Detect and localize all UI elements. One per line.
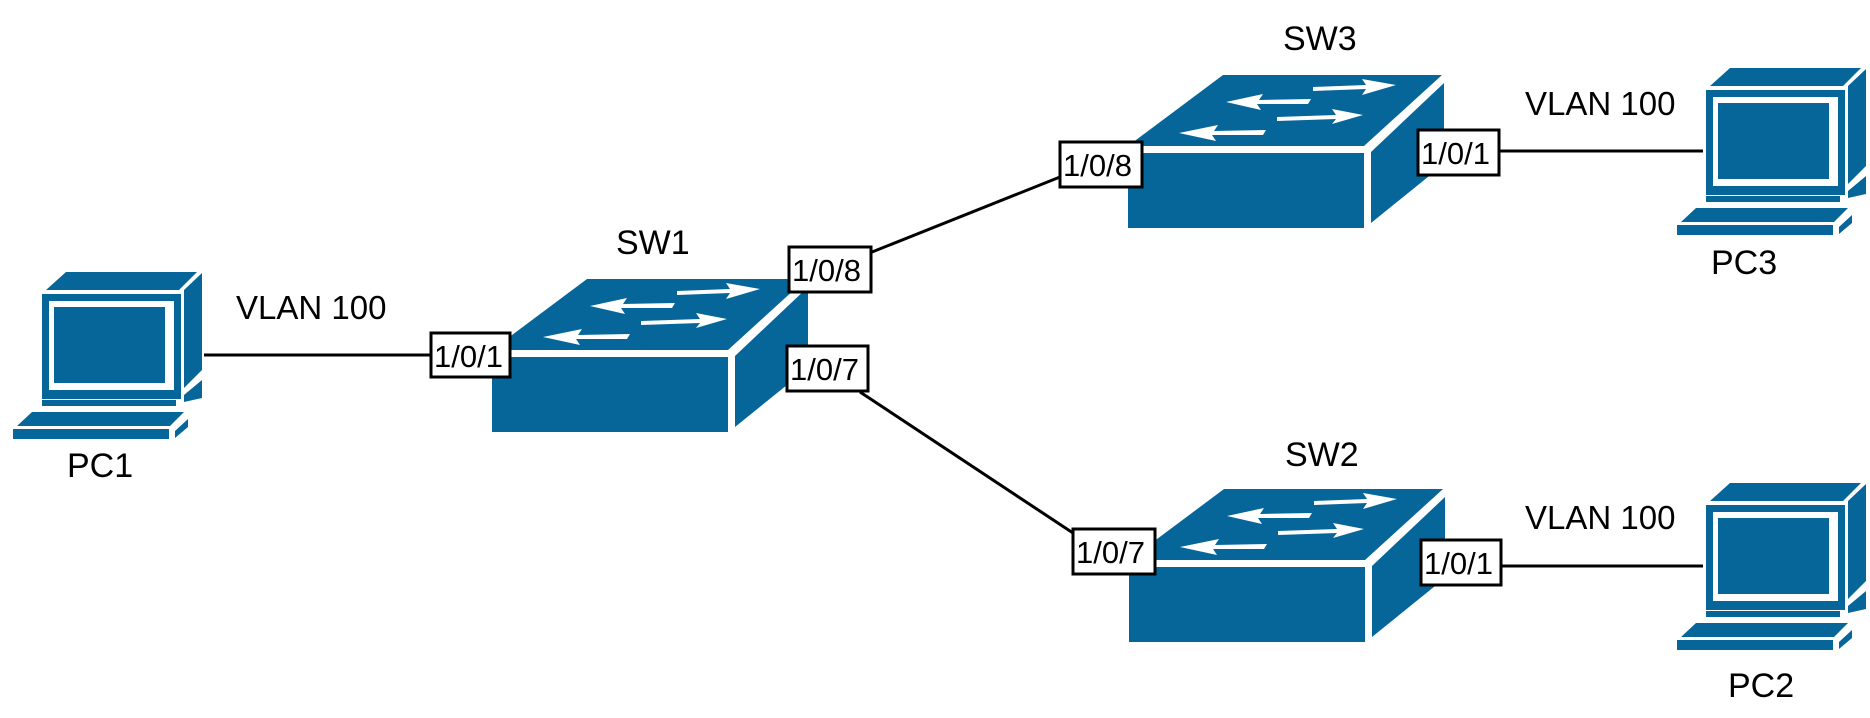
port-sw3-1-0-1[interactable]: 1/0/1 bbox=[1416, 128, 1501, 177]
sw2-label: SW2 bbox=[1285, 436, 1359, 474]
port-label: 1/0/7 bbox=[1076, 535, 1145, 570]
link-sw1-sw2[interactable] bbox=[859, 390, 1074, 535]
pc1-label: PC1 bbox=[67, 447, 133, 485]
port-label: 1/0/8 bbox=[792, 253, 861, 288]
link-sw1-sw3[interactable] bbox=[871, 175, 1061, 254]
port-sw1-1-0-7[interactable]: 1/0/7 bbox=[785, 344, 870, 393]
vlan-label-pc1: VLAN 100 bbox=[236, 289, 386, 326]
port-box bbox=[1058, 140, 1144, 189]
sw2-device[interactable]: SW2 bbox=[1129, 436, 1445, 642]
sw1-device[interactable]: SW1 bbox=[492, 224, 808, 432]
pc3-device[interactable]: PC3 bbox=[1677, 68, 1866, 282]
switch-icon bbox=[492, 279, 808, 432]
pc-icon bbox=[1677, 68, 1866, 235]
port-box bbox=[429, 331, 512, 379]
links bbox=[204, 149, 1703, 568]
port-label: 1/0/8 bbox=[1063, 148, 1132, 183]
pc1-device[interactable]: PC1 bbox=[13, 272, 202, 485]
pc2-device[interactable]: PC2 bbox=[1677, 483, 1866, 705]
port-label: 1/0/1 bbox=[1421, 136, 1490, 171]
sw3-label: SW3 bbox=[1283, 20, 1357, 58]
pc-icon bbox=[1677, 483, 1866, 650]
port-label: 1/0/7 bbox=[790, 352, 859, 387]
sw1-label: SW1 bbox=[616, 224, 690, 262]
pc-icon bbox=[13, 272, 202, 439]
port-sw2-1-0-1[interactable]: 1/0/1 bbox=[1419, 538, 1503, 587]
switch-icon bbox=[1129, 489, 1445, 642]
port-label: 1/0/1 bbox=[1424, 546, 1493, 581]
sw3-device[interactable]: SW3 bbox=[1128, 20, 1444, 228]
port-sw1-1-0-1[interactable]: 1/0/1 bbox=[429, 331, 512, 379]
port-sw2-1-0-7[interactable]: 1/0/7 bbox=[1071, 527, 1157, 576]
port-box bbox=[1419, 538, 1503, 587]
port-box bbox=[1416, 128, 1501, 177]
vlan-label-pc2: VLAN 100 bbox=[1525, 499, 1675, 536]
port-sw1-1-0-8[interactable]: 1/0/8 bbox=[787, 245, 873, 294]
port-box bbox=[785, 344, 870, 393]
pc2-label: PC2 bbox=[1728, 667, 1794, 705]
switch-icon bbox=[1128, 75, 1444, 228]
port-sw3-1-0-8[interactable]: 1/0/8 bbox=[1058, 140, 1144, 189]
vlan-label-pc3: VLAN 100 bbox=[1525, 85, 1675, 122]
port-label: 1/0/1 bbox=[434, 339, 503, 374]
port-box bbox=[787, 245, 873, 294]
pc3-label: PC3 bbox=[1711, 244, 1777, 282]
port-box bbox=[1071, 527, 1157, 576]
